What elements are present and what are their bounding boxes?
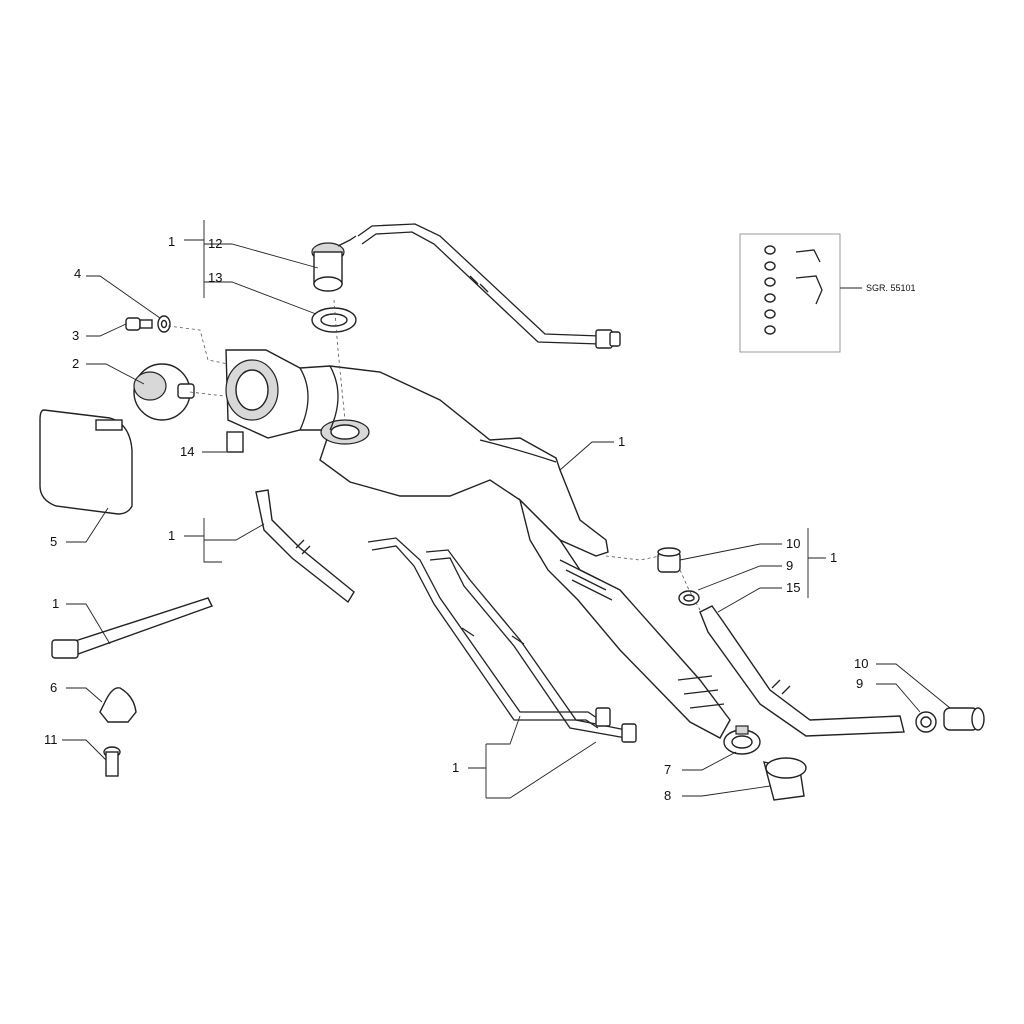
end-cap-8 xyxy=(763,757,807,801)
reference-clips-icon xyxy=(764,245,823,335)
callout-6: 6 xyxy=(50,680,57,695)
callout-3: 3 xyxy=(72,328,79,343)
clip-9-lower xyxy=(915,711,937,733)
reference-code: SGR. 55101 xyxy=(866,283,916,293)
callout-1-left: 1 xyxy=(168,528,175,543)
callout-8: 8 xyxy=(664,788,671,803)
callout-1-right: 1 xyxy=(830,550,837,565)
callout-1-bottom: 1 xyxy=(452,760,459,775)
callout-13: 13 xyxy=(208,270,222,285)
vent-pipe-upper xyxy=(357,223,621,349)
label-14 xyxy=(226,431,244,453)
callout-9-lower: 9 xyxy=(856,676,863,691)
callout-1-main: 1 xyxy=(618,434,625,449)
callout-10-upper: 10 xyxy=(786,536,800,551)
callout-12: 12 xyxy=(208,236,222,251)
screw-3 xyxy=(125,317,153,331)
rivet-6 xyxy=(99,687,137,723)
washer-4 xyxy=(157,315,171,333)
callout-4: 4 xyxy=(74,266,81,281)
callout-1-top: 1 xyxy=(168,234,175,249)
filler-tube-lower xyxy=(518,497,731,739)
fuel-door-5 xyxy=(39,409,133,515)
lock-cylinder-2 xyxy=(133,363,195,421)
clip-9-upper xyxy=(678,590,700,606)
callout-9-upper: 9 xyxy=(786,558,793,573)
callout-7: 7 xyxy=(664,762,671,777)
callout-labels: 1 12 13 4 3 2 14 5 1 1 6 11 1 10 9 15 1 … xyxy=(44,234,916,803)
filler-neck-main xyxy=(225,349,609,557)
fitting-10-lower xyxy=(943,707,985,731)
valve-cap-12 xyxy=(311,235,357,292)
reference-box xyxy=(739,233,841,353)
vent-pipes-lower xyxy=(367,537,637,743)
gasket-13 xyxy=(311,307,357,333)
callout-14: 14 xyxy=(180,444,194,459)
fitting-10-upper xyxy=(657,547,681,573)
clamp-7 xyxy=(723,725,761,755)
callout-10-lower: 10 xyxy=(854,656,868,671)
callout-5: 5 xyxy=(50,534,57,549)
hose-15 xyxy=(699,605,905,737)
callout-11: 11 xyxy=(44,732,58,747)
callout-15: 15 xyxy=(786,580,800,595)
callout-2: 2 xyxy=(72,356,79,371)
leader-lines xyxy=(62,220,951,799)
cable-tie xyxy=(51,597,213,659)
screw-11 xyxy=(103,746,121,777)
callout-1-cable-tie: 1 xyxy=(52,596,59,611)
drain-hose-small xyxy=(255,489,355,604)
